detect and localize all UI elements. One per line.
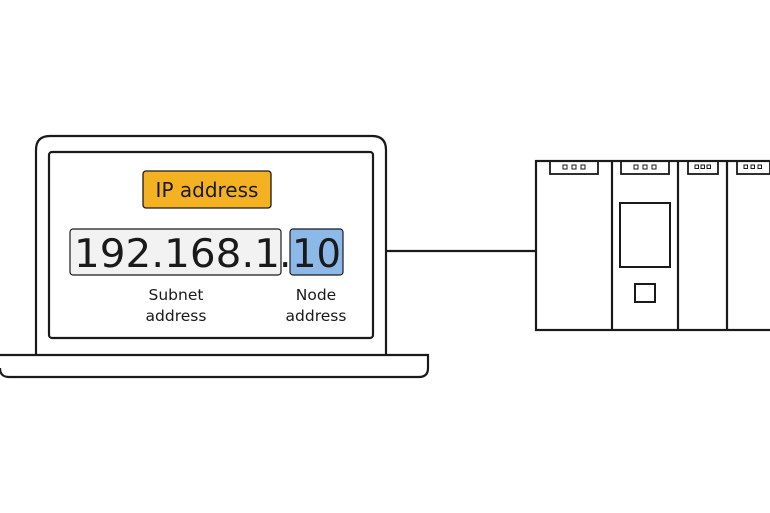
subnet-caption-line1: Subnet xyxy=(149,286,204,304)
laptop-lid xyxy=(34,134,388,355)
node-caption-line1: Node xyxy=(296,286,336,304)
ip-dot: . xyxy=(279,232,291,277)
subnet-highlight xyxy=(69,228,282,276)
plc-connector-4 xyxy=(736,160,770,175)
plc-connector-pins xyxy=(562,164,762,170)
ip-address-label-text: IP address xyxy=(156,178,259,202)
subnet-caption-line2: address xyxy=(146,307,207,325)
laptop-screen xyxy=(47,150,375,340)
laptop xyxy=(0,134,430,379)
node-highlight xyxy=(289,228,344,276)
node-digits: 10 xyxy=(292,232,341,277)
plc-connector-2 xyxy=(620,160,670,175)
subnet-digits: 192.168.1 xyxy=(74,232,280,277)
laptop-base xyxy=(0,353,430,379)
plc-rack xyxy=(534,159,770,332)
subnet-caption: Subnet address xyxy=(146,286,207,325)
plc-display xyxy=(619,202,671,268)
node-caption: Node address xyxy=(286,286,347,325)
ip-address-value: 192.168.1 . 10 xyxy=(69,228,344,277)
plc-connector-3 xyxy=(687,160,719,175)
plc-connector-1 xyxy=(549,160,599,175)
plc-device xyxy=(534,159,770,332)
node-caption-line2: address xyxy=(286,307,347,325)
ip-address-label: IP address xyxy=(142,170,272,209)
plc-button xyxy=(634,283,656,303)
ip-address-label-box xyxy=(142,170,272,209)
